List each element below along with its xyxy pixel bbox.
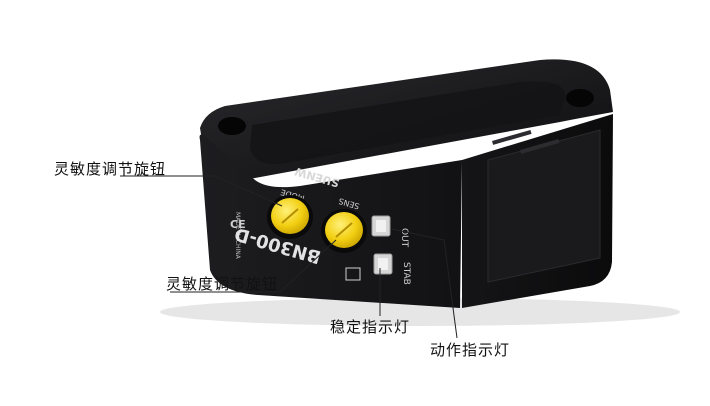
sensitivity-knob-sens[interactable] [321,209,367,253]
stab-label: STAB [401,262,411,285]
stability-indicator-light [373,253,393,275]
callout-sensitivity-knob-bottom: 灵敏度调节旋钮 [166,275,279,293]
sensitivity-knob-mode[interactable] [267,195,313,239]
leader-line-bottom-knob [170,239,337,293]
origin-text: MADE IN CHINA [234,212,241,260]
floor-shadow [160,298,680,326]
output-indicator-light [371,215,391,237]
ce-mark: CE [230,218,246,231]
sensor-top-panel [250,81,566,164]
leader-line-output [391,228,458,339]
lens-window [487,129,601,283]
mounting-hole-right [566,89,594,107]
callout-stability-indicator: 稳定指示灯 [330,318,411,336]
wiring-symbol-icon [345,267,361,281]
callout-sensitivity-knob-top: 灵敏度调节旋钮 [54,160,167,178]
leader-line-top-knob [120,175,283,207]
callout-output-indicator: 动作指示灯 [430,341,511,359]
out-label: OUT [399,228,409,248]
vent-slot [492,129,532,145]
mounting-hole-left [218,117,246,135]
vent-slot [520,138,560,154]
